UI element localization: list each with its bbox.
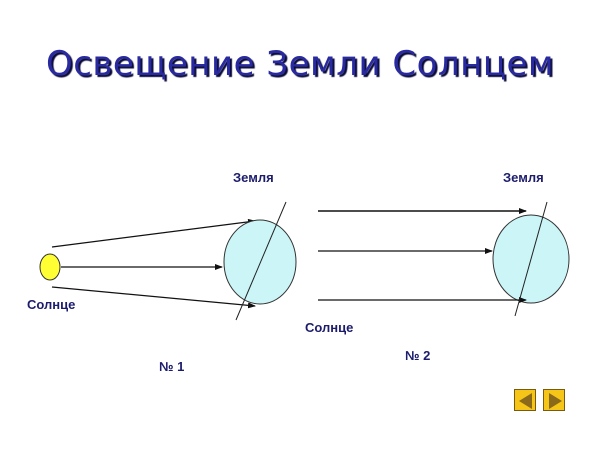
sun-icon (39, 253, 61, 281)
sun-ray-bottom (51, 286, 256, 309)
diagram-2 (318, 201, 570, 317)
next-slide-button[interactable] (543, 389, 565, 411)
sun-ray-top (51, 218, 256, 248)
earth-axis (235, 201, 287, 321)
diagram-caption-2: № 2 (405, 348, 431, 363)
earth-label-1: Земля (233, 170, 274, 185)
diagram-1 (39, 201, 297, 321)
earth-label-2: Земля (503, 170, 544, 185)
triangle-left-icon (519, 393, 532, 409)
sun-label-1: Солнце (27, 297, 76, 312)
earth-icon (223, 219, 297, 305)
earth-axis (514, 201, 548, 317)
diagram-caption-1: № 1 (159, 359, 185, 374)
slide-title: Освещение Земли Солнцем (45, 44, 555, 84)
triangle-right-icon (549, 393, 562, 409)
sun-label-2: Солнце (305, 320, 354, 335)
prev-slide-button[interactable] (514, 389, 536, 411)
